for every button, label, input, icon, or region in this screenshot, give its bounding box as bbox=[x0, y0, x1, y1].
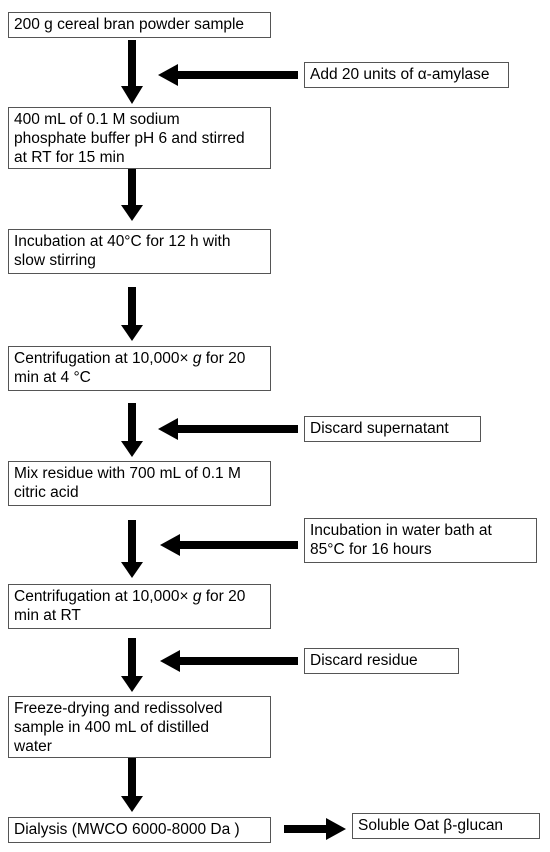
box-text-line: Discard supernatant bbox=[310, 420, 449, 437]
box-text-line: slow stirring bbox=[14, 252, 96, 269]
box-text-line: 400 mL of 0.1 M sodium bbox=[14, 111, 180, 128]
left-arrow-residue bbox=[160, 650, 298, 672]
side-box-water-bath: Incubation in water bath at 85°C for 16 h… bbox=[304, 518, 537, 563]
side-box-add-amylase: Add 20 units of α-amylase bbox=[304, 62, 509, 88]
step-box-dialysis: Dialysis (MWCO 6000-8000 Da ) bbox=[8, 817, 271, 843]
step-box-freeze-drying: Freeze-drying and redissolved sample in 4… bbox=[8, 696, 271, 758]
box-text-line: sample in 400 mL of distilled bbox=[14, 719, 209, 736]
box-text-line: Dialysis (MWCO 6000-8000 Da ) bbox=[14, 821, 240, 838]
box-text-line: Incubation in water bath at bbox=[310, 522, 492, 539]
box-text-line: at RT for 15 min bbox=[14, 149, 125, 166]
down-arrow-3 bbox=[121, 287, 143, 341]
step-box-centrifugation-4c: Centrifugation at 10,000× g for 20 min at… bbox=[8, 346, 271, 391]
left-arrow-supernatant bbox=[158, 418, 298, 440]
left-arrow-water-bath bbox=[160, 534, 298, 556]
output-box-soluble-beta-glucan: Soluble Oat β-glucan bbox=[352, 813, 540, 839]
box-text-line: water bbox=[14, 738, 52, 755]
box-text-line: Soluble Oat β-glucan bbox=[358, 817, 504, 834]
box-text-line: Mix residue with 700 mL of 0.1 M bbox=[14, 465, 241, 482]
box-text-line: 200 g cereal bran powder sample bbox=[14, 16, 245, 33]
box-text-line: Freeze-drying and redissolved bbox=[14, 700, 223, 717]
down-arrow-1 bbox=[121, 40, 143, 104]
down-arrow-5 bbox=[121, 520, 143, 578]
step-box-sample: 200 g cereal bran powder sample bbox=[8, 12, 271, 38]
box-text-line: min at 4 °C bbox=[14, 369, 91, 386]
box-text-line: phosphate buffer pH 6 and stirred bbox=[14, 130, 245, 147]
box-text-line: 85°C for 16 hours bbox=[310, 541, 432, 558]
step-box-incubation-40c: Incubation at 40°C for 12 h with slow sti… bbox=[8, 229, 271, 274]
box-text-line: Discard residue bbox=[310, 652, 418, 669]
step-box-phosphate-buffer: 400 mL of 0.1 M sodium phosphate buffer p… bbox=[8, 107, 271, 169]
box-text-line: Incubation at 40°C for 12 h with bbox=[14, 233, 231, 250]
box-text-line: Add 20 units of α-amylase bbox=[310, 66, 490, 83]
box-text-line: min at RT bbox=[14, 607, 81, 624]
box-text-line: citric acid bbox=[14, 484, 79, 501]
side-box-discard-supernatant: Discard supernatant bbox=[304, 416, 481, 442]
down-arrow-2 bbox=[121, 169, 143, 221]
side-box-discard-residue: Discard residue bbox=[304, 648, 459, 674]
down-arrow-4 bbox=[121, 403, 143, 457]
step-box-centrifugation-rt: Centrifugation at 10,000× g for 20 min at… bbox=[8, 584, 271, 629]
box-text-line: Centrifugation at 10,000× g for 20 bbox=[14, 350, 246, 367]
down-arrow-7 bbox=[121, 758, 143, 812]
box-text-line: Centrifugation at 10,000× g for 20 bbox=[14, 588, 246, 605]
step-box-citric-acid: Mix residue with 700 mL of 0.1 M citric a… bbox=[8, 461, 271, 506]
right-arrow-output bbox=[284, 818, 346, 840]
down-arrow-6 bbox=[121, 638, 143, 692]
left-arrow-amylase bbox=[158, 64, 298, 86]
